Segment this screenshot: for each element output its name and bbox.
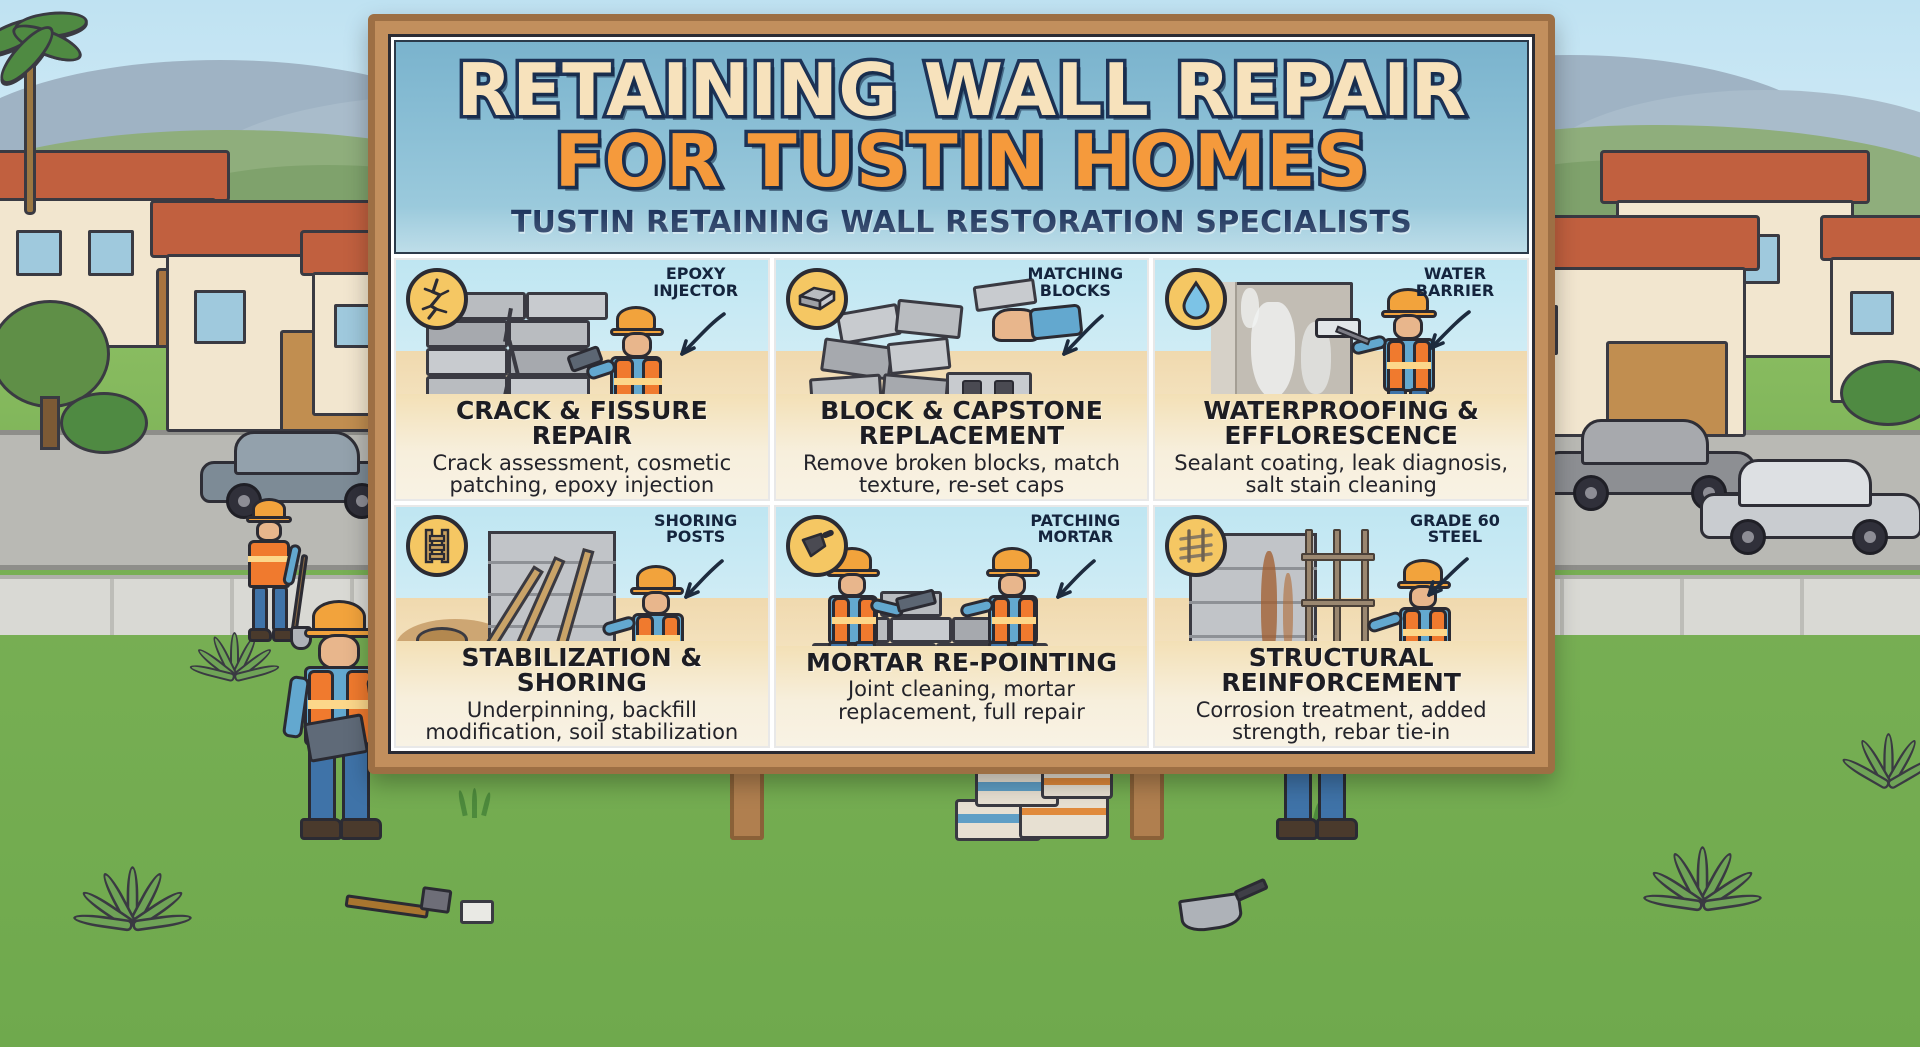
panel-5-description: Joint cleaning, mortar replacement, full… xyxy=(838,677,1085,724)
panel-1-title: CRACK & FISSURE REPAIR xyxy=(455,395,708,451)
panel-4-description: Underpinning, backfill modification, soi… xyxy=(425,697,739,745)
water-drop-icon xyxy=(1165,268,1228,331)
rebar-mesh-icon xyxy=(1165,515,1228,578)
panel-2-title: BLOCK & CAPSTONE REPLACEMENT xyxy=(820,395,1103,451)
panel-4-illustration: SHORING POSTS xyxy=(396,507,768,686)
panel-1-annotation: EPOXY INJECTOR xyxy=(653,264,739,300)
agave-plant-bottom-right xyxy=(1640,846,1770,930)
corrosion-stain xyxy=(1261,551,1278,662)
billboard: RETAINING WALL REPAIR FOR TUSTIN HOMES T… xyxy=(368,14,1555,774)
panel-3-annotation: WATER BARRIER xyxy=(1415,264,1495,300)
annotation-arrow-icon xyxy=(684,559,724,599)
panel-5-title: MORTAR RE-POINTING xyxy=(806,647,1117,677)
panel-3-illustration: WATER BARRIER xyxy=(1155,260,1527,443)
grass-tuft xyxy=(472,788,477,818)
panel-3-text: WATERPROOFING & EFFLORESCENCE Sealant co… xyxy=(1155,393,1527,500)
panel-2-annotation: MATCHING BLOCKS xyxy=(1027,264,1124,300)
panel-5-text: MORTAR RE-POINTING Joint cleaning, morta… xyxy=(775,645,1148,746)
panel-stabilization-shoring[interactable]: SHORING POSTS xyxy=(394,505,770,748)
brick-block xyxy=(460,900,494,924)
annotation-arrow-icon xyxy=(1429,310,1472,351)
panel-1-description: Crack assessment, cosmetic patching, epo… xyxy=(432,450,732,498)
palm-tree-right xyxy=(0,8,90,415)
trowel-icon xyxy=(785,515,848,578)
tree-left xyxy=(0,300,120,450)
trowel-icon xyxy=(1177,877,1270,940)
bush-right-1 xyxy=(1840,360,1920,426)
billboard-header: RETAINING WALL REPAIR FOR TUSTIN HOMES T… xyxy=(394,40,1529,255)
billboard-inner: RETAINING WALL REPAIR FOR TUSTIN HOMES T… xyxy=(388,34,1535,754)
panel-3-title: WATERPROOFING & EFFLORESCENCE xyxy=(1203,395,1479,451)
panel-mortar-re-pointing[interactable]: PATCHING MORTAR xyxy=(773,505,1150,748)
panel-waterproofing-efflorescence[interactable]: WATER BARRIER xyxy=(1153,258,1529,502)
car-right-2 xyxy=(1700,455,1920,555)
hand-placing-block xyxy=(991,296,1084,354)
service-panel-grid: EPOXY INJECTOR xyxy=(394,254,1529,748)
hammer-icon xyxy=(344,880,455,926)
corrosion-stain xyxy=(1283,573,1294,654)
panel-4-title: STABILIZATION & SHORING xyxy=(461,642,703,698)
agave-plant-right xyxy=(1830,733,1920,804)
page-title-line-1: RETAINING WALL REPAIR xyxy=(453,48,1470,132)
ladder-icon xyxy=(406,515,468,578)
panel-4-annotation: SHORING POSTS xyxy=(654,511,738,547)
worker-background-left xyxy=(232,498,312,650)
panel-2-illustration: MATCHING BLOCKS xyxy=(776,260,1148,430)
page-subtitle: TUSTIN RETAINING WALL RESTORATION SPECIA… xyxy=(510,205,1413,241)
billboard-post-left xyxy=(730,770,764,840)
car-left xyxy=(200,425,410,519)
panel-structural-reinforcement[interactable]: GRADE 60 STEEL xyxy=(1153,505,1529,748)
panel-6-illustration: GRADE 60 STEEL xyxy=(1155,507,1527,684)
annotation-arrow-icon xyxy=(680,312,726,357)
annotation-arrow-icon xyxy=(1055,559,1096,599)
panel-5-annotation: PATCHING MORTAR xyxy=(1030,511,1121,547)
panel-6-annotation: GRADE 60 STEEL xyxy=(1410,511,1500,547)
panel-6-title: STRUCTURAL REINFORCEMENT xyxy=(1221,642,1461,698)
bush-left-1 xyxy=(60,392,148,454)
panel-block-capstone-replacement[interactable]: MATCHING BLOCKS xyxy=(773,258,1150,502)
crack-icon xyxy=(406,268,468,331)
agave-plant-bottom-left xyxy=(70,866,200,950)
panel-1-text: CRACK & FISSURE REPAIR Crack assessment,… xyxy=(396,393,768,500)
material-bags xyxy=(955,765,1115,843)
annotation-arrow-icon xyxy=(1427,557,1470,597)
panel-6-text: STRUCTURAL REINFORCEMENT Corrosion treat… xyxy=(1155,640,1527,746)
panel-crack-fissure-repair[interactable]: EPOXY INJECTOR xyxy=(394,258,770,502)
page-title-line-2: FOR TUSTIN HOMES xyxy=(551,119,1371,204)
panel-4-text: STABILIZATION & SHORING Underpinning, ba… xyxy=(396,640,768,746)
panel-6-description: Corrosion treatment, added strength, reb… xyxy=(1195,697,1487,745)
panel-3-description: Sealant coating, leak diagnosis, salt st… xyxy=(1174,450,1509,498)
agave-plant-left xyxy=(180,630,290,690)
panel-2-text: BLOCK & CAPSTONE REPLACEMENT Remove brok… xyxy=(775,393,1148,500)
panel-1-illustration: EPOXY INJECTOR xyxy=(396,260,768,439)
billboard-post-right xyxy=(1130,770,1164,840)
block-icon xyxy=(785,268,848,331)
panel-5-illustration: PATCHING MORTAR xyxy=(776,507,1148,692)
annotation-arrow-icon xyxy=(1061,314,1104,357)
worker-foreground-left xyxy=(281,600,412,845)
panel-2-description: Remove broken blocks, match texture, re-… xyxy=(802,450,1120,498)
